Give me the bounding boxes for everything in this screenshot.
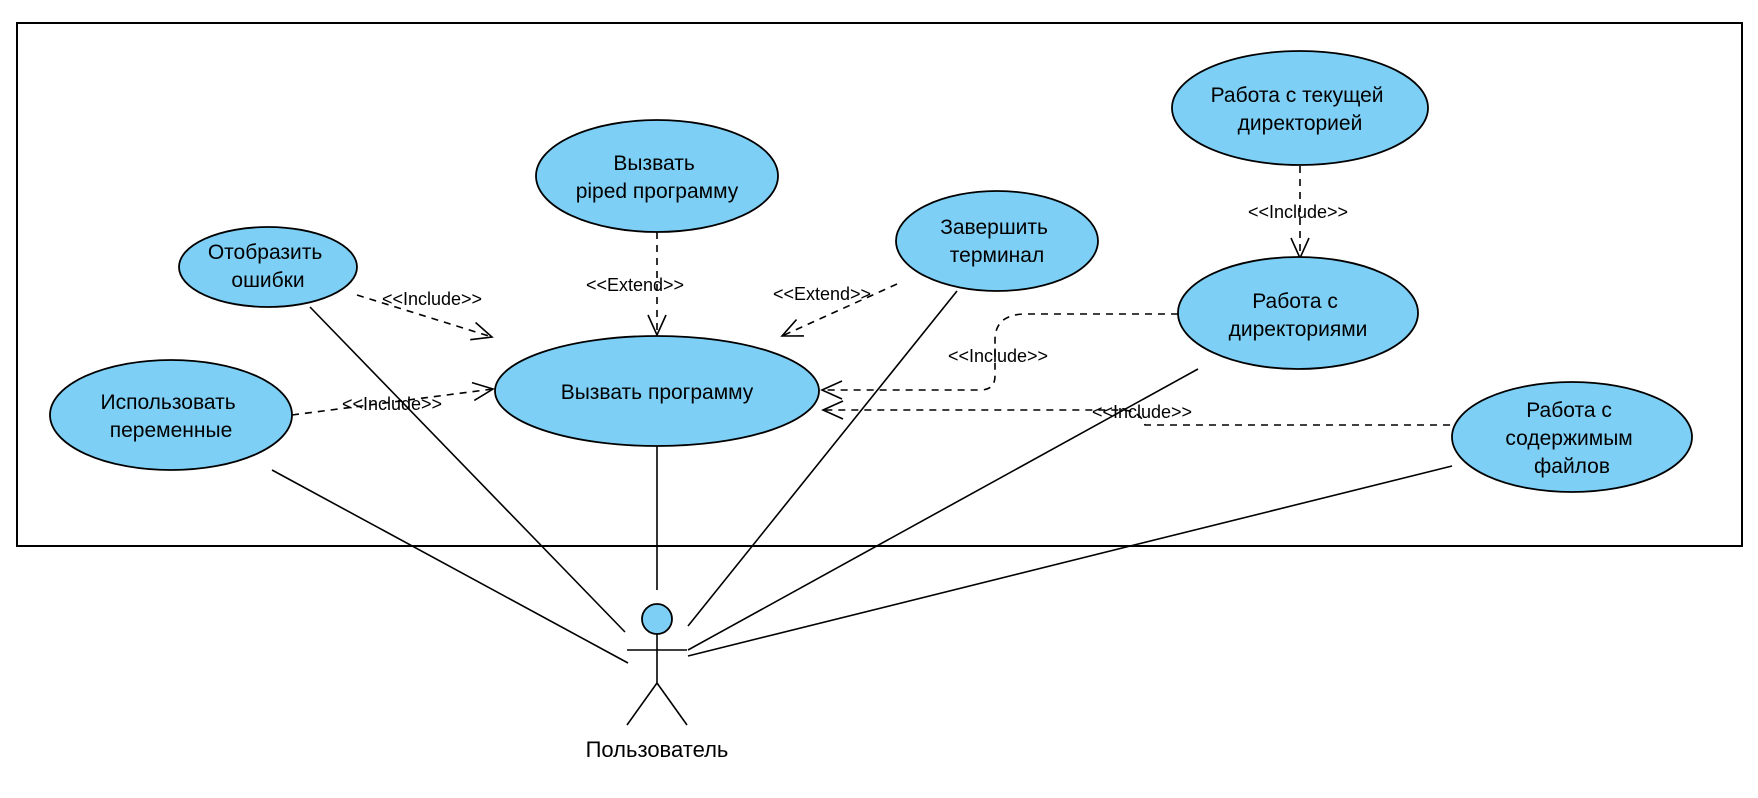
label-include-vars: <<Include>> xyxy=(342,394,442,414)
dependency-lines xyxy=(291,166,1450,426)
assoc-show-errors xyxy=(309,306,626,633)
association-lines xyxy=(271,290,1453,664)
use-case-file-contents: Работа с содержимым файлов xyxy=(1451,381,1693,493)
uc-label: директориями xyxy=(1229,318,1368,341)
uc-label: переменные xyxy=(110,419,233,442)
assoc-dirs xyxy=(687,368,1199,651)
dep-include-errors xyxy=(356,294,494,341)
label-include-curdir: <<Include>> xyxy=(1248,202,1348,222)
use-case-exit-terminal: Завершить терминал xyxy=(895,190,1099,292)
assoc-file-contents xyxy=(687,465,1453,657)
label-include-files: <<Include>> xyxy=(1092,402,1192,422)
label-include-dirs: <<Include>> xyxy=(948,346,1048,366)
label-include-errors: <<Include>> xyxy=(382,289,482,309)
uc-label: Завершить xyxy=(940,216,1048,239)
svg-text:Вызвать piped программу: Вызвать piped программу xyxy=(576,152,739,203)
assoc-use-vars xyxy=(271,469,629,664)
dep-include-files xyxy=(821,400,1450,426)
svg-text:Работа с текущей директ: Работа с текущей директорией xyxy=(1211,84,1390,135)
uc-label: Использовать xyxy=(101,391,236,414)
actor-user: Пользователь xyxy=(586,603,729,762)
dep-extend-exit xyxy=(780,283,898,337)
uc-label: Работа с xyxy=(1252,290,1338,313)
uc-label: файлов xyxy=(1534,455,1610,478)
uc-label: содержимым xyxy=(1505,427,1632,450)
svg-text:Отобразить ошибки: Отобразить ошибки xyxy=(208,241,328,292)
actor-left-leg xyxy=(626,682,658,726)
svg-text:Завершить терминал: Завершить терминал xyxy=(940,216,1054,267)
use-case-call-piped: Вызвать piped программу xyxy=(535,119,779,233)
uc-label: ошибки xyxy=(231,269,304,292)
use-case-use-vars: Использовать переменные xyxy=(49,359,293,471)
uc-label: терминал xyxy=(950,244,1044,267)
uc-label: Вызвать программу xyxy=(561,381,754,404)
use-case-call-program: Вызвать программу xyxy=(494,335,820,447)
assoc-exit-terminal xyxy=(687,290,958,627)
uc-label: Работа с текущей xyxy=(1211,84,1384,107)
label-extend-exit: <<Extend>> xyxy=(773,284,871,304)
uc-label: piped программу xyxy=(576,180,739,203)
actor-label: Пользователь xyxy=(586,737,729,762)
relation-labels: <<Include>> <<Include>> <<Extend>> <<Ext… xyxy=(342,202,1348,422)
uc-label: Отобразить xyxy=(208,241,323,264)
uc-label: Работа с xyxy=(1526,399,1612,422)
actor-right-leg xyxy=(656,682,688,726)
uc-label: Вызвать xyxy=(613,152,694,175)
svg-text:Использовать переменные: Использовать переменные xyxy=(101,391,242,442)
dep-include-dirs xyxy=(820,313,1178,400)
svg-text:Вызвать программу: Вызвать программу xyxy=(561,381,754,404)
use-case-show-errors: Отобразить ошибки xyxy=(178,226,358,308)
system-boundary xyxy=(16,22,1743,547)
svg-text:Работа с директориями: Работа с директориями xyxy=(1229,290,1368,341)
label-extend-piped: <<Extend>> xyxy=(586,275,684,295)
uc-label: директорией xyxy=(1238,112,1363,135)
use-case-cur-dir: Работа с текущей директорией xyxy=(1171,50,1429,166)
svg-text:Работа с содержимым: Работа с содержимым файлов xyxy=(1505,399,1638,478)
actor-head xyxy=(641,603,673,635)
use-case-dirs: Работа с директориями xyxy=(1177,256,1419,370)
